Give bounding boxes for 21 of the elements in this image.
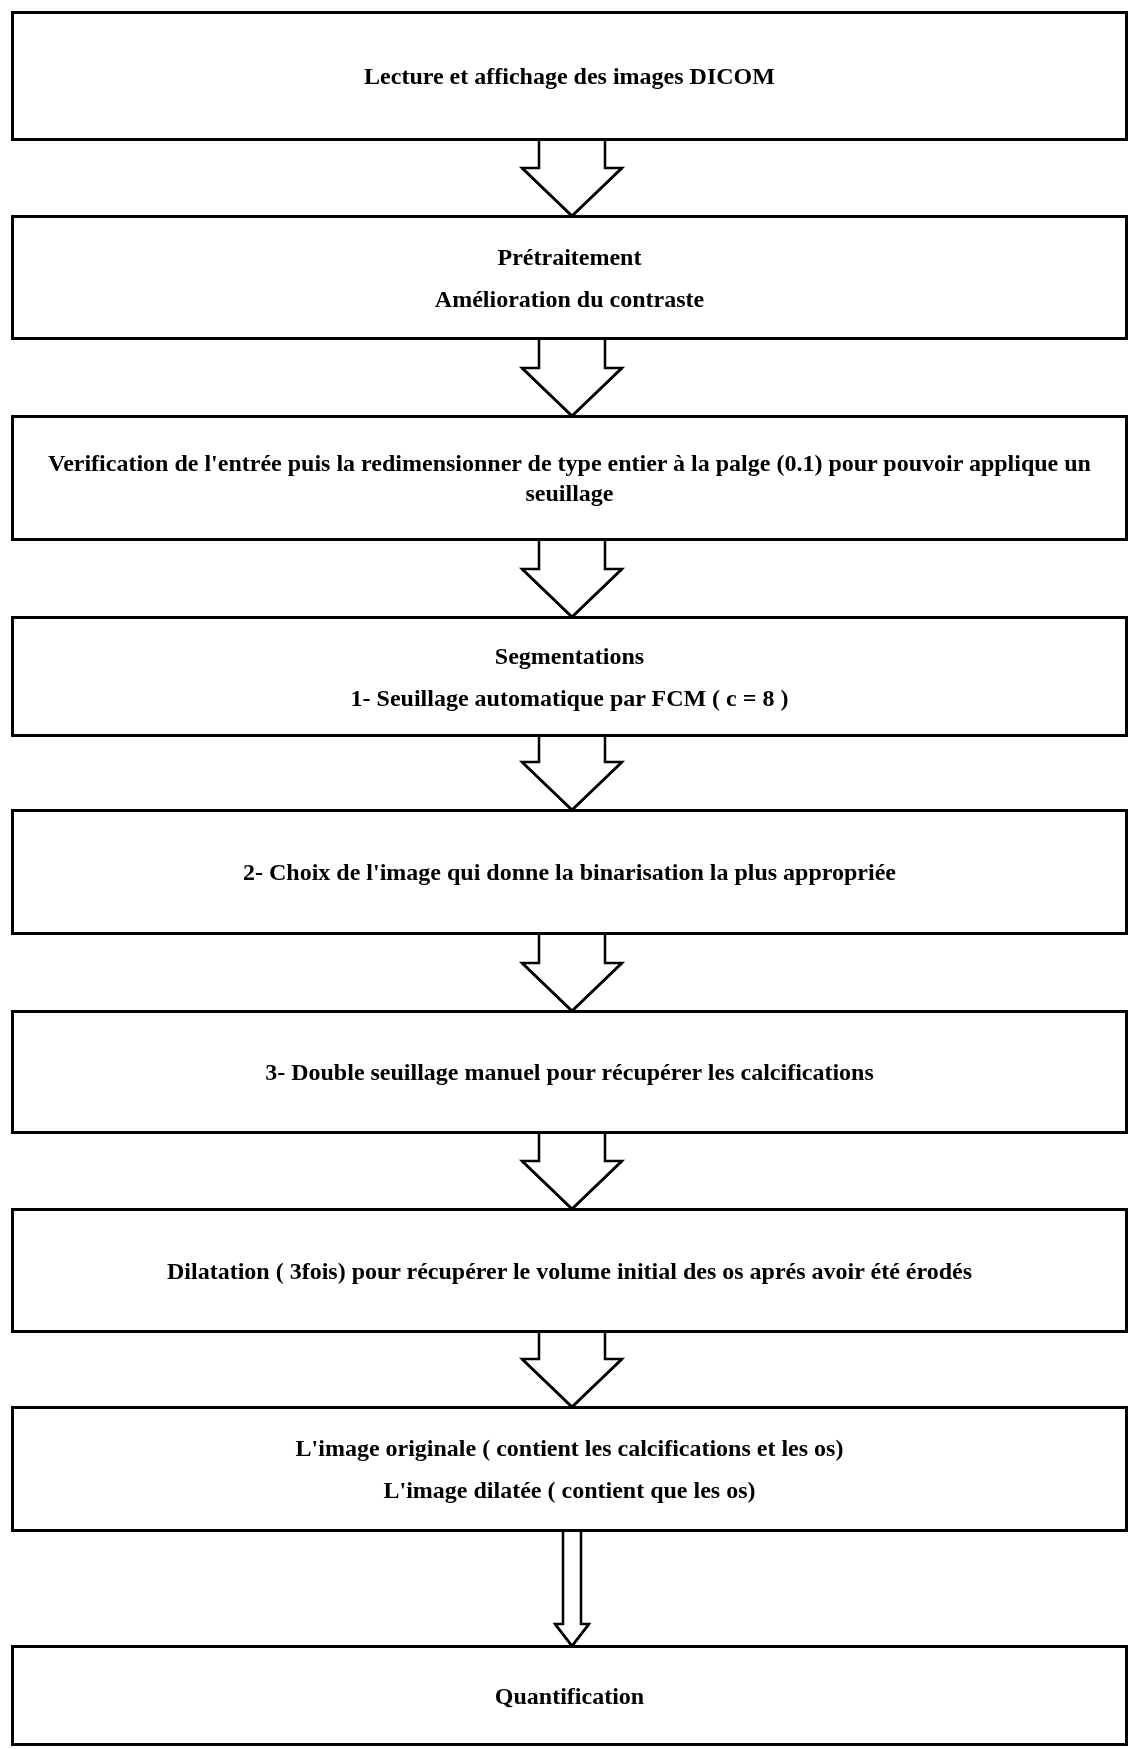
process-box	[11, 1010, 1128, 1134]
process-box	[11, 11, 1128, 141]
step-text: 2- Choix de l'image qui donne la binarisation la plus appropriée	[243, 858, 896, 887]
process-box	[11, 809, 1128, 935]
step-text: L'image dilatée ( contient que les os)	[383, 1476, 756, 1505]
process-box	[11, 415, 1128, 541]
step-text: Lecture et affichage des images DICOM	[364, 62, 775, 91]
step-text: Segmentations	[494, 641, 645, 671]
step-text: Verification de l'entrée puis la redimensionner de type entier à la palge (0.1) pour pouvoir applique un seuillage	[47, 449, 1092, 508]
step-text: 3- Double seuillage manuel pour récupérer les calcifications	[265, 1058, 874, 1087]
process-box	[11, 1406, 1128, 1532]
step-text: L'image originale ( contient les calcifications et les os)	[295, 1434, 844, 1463]
step-text: Quantification	[494, 1681, 645, 1711]
step-text: Amélioration du contraste	[434, 284, 705, 314]
step-text: 1- Seuillage automatique par FCM ( c = 8 )	[350, 683, 789, 713]
process-box	[11, 215, 1128, 340]
process-box	[11, 616, 1128, 737]
step-text: Dilatation ( 3fois) pour récupérer le volume initial des os aprés avoir été érodés	[167, 1256, 972, 1286]
step-text: Prétraitement	[497, 242, 642, 272]
process-box	[11, 1208, 1128, 1333]
process-box	[11, 1645, 1128, 1746]
